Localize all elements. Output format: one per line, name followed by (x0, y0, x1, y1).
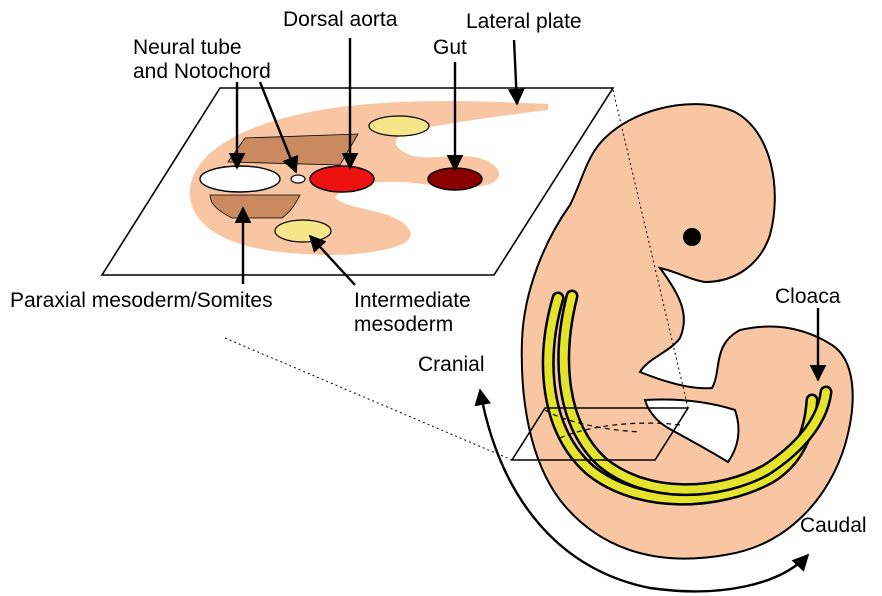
gut (428, 168, 482, 190)
label-caudal: Caudal (800, 514, 867, 537)
label-lateral-plate: Lateral plate (466, 10, 582, 33)
label-cranial: Cranial (418, 353, 485, 376)
cross-section (102, 88, 613, 275)
intermediate-mesoderm-upper (369, 116, 429, 136)
label-intermediate-line2: mesoderm (354, 313, 453, 336)
label-cloaca: Cloaca (775, 285, 841, 308)
intermediate-mesoderm-lower (275, 220, 331, 242)
label-gut: Gut (433, 36, 467, 59)
neural-tube (200, 166, 280, 192)
label-dorsal-aorta: Dorsal aorta (283, 8, 398, 31)
somite-upper (228, 134, 358, 165)
dorsal-aorta (310, 166, 374, 192)
label-intermediate-line1: Intermediate (354, 289, 471, 312)
label-paraxial: Paraxial mesoderm/Somites (10, 289, 273, 312)
eye (683, 228, 701, 246)
label-neural-tube-line1: Neural tube (133, 36, 242, 59)
notochord (291, 175, 305, 183)
label-neural-tube-line2: and Notochord (133, 60, 271, 83)
